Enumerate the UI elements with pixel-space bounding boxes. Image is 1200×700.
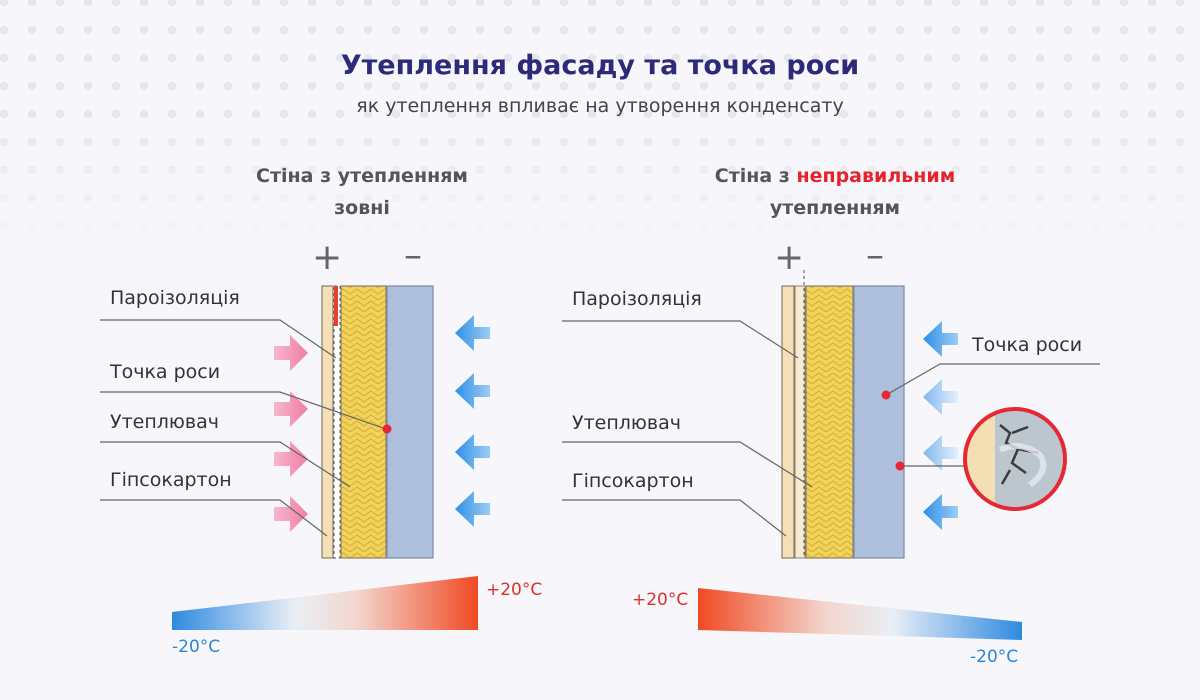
leader-vapor-barrier: [562, 320, 799, 359]
right-label-insulation: Утеплювач: [572, 412, 681, 434]
cold-air-arrow-icon: [923, 435, 958, 471]
leader-dew-point: [100, 391, 387, 430]
right-drywall-layer: [781, 285, 795, 559]
right-vapor-barrier-layer: [794, 285, 806, 559]
left-insulation-layer: [340, 285, 387, 559]
right-heading-highlight: неправильним: [796, 165, 956, 187]
damage-point-dot-icon: [895, 461, 905, 471]
right-temperature-gradient: [698, 588, 1022, 640]
warm-air-arrow-icon: [274, 496, 308, 532]
left-temperature-gradient: [172, 576, 478, 630]
left-concrete-layer: [386, 285, 434, 559]
warm-air-arrow-icon: [274, 391, 308, 427]
leader-insulation: [562, 441, 813, 488]
damage-magnifier-icon: [963, 407, 1067, 511]
left-vapor-barrier-layer: [333, 285, 341, 559]
left-cold-arrows: [455, 315, 490, 527]
warm-air-arrow-icon: [274, 335, 308, 371]
page-title: Утеплення фасаду та точка роси: [340, 50, 860, 81]
leader-drywall: [562, 499, 787, 537]
page-subtitle: як утеплення впливає на утворення конден…: [356, 95, 844, 117]
leader-insulation: [100, 441, 351, 488]
right-insulation-layer: [805, 285, 854, 559]
left-heading-line1: Стіна з утепленням: [256, 165, 468, 187]
right-label-drywall: Гіпсокартон: [572, 470, 694, 492]
left-warm-arrows: [274, 335, 308, 532]
warm-air-arrow-icon: [274, 441, 308, 477]
dew-point-dot-icon: [881, 390, 891, 400]
left-wall: [321, 285, 434, 559]
right-heading-line2: утепленням: [769, 197, 901, 219]
dew-point-dot-icon: [382, 424, 392, 434]
cold-air-arrow-icon: [455, 434, 490, 470]
left-label-vapor-barrier: Пароізоляція: [110, 287, 240, 309]
right-temp-cold: -20°C: [970, 647, 1019, 667]
right-heading-prefix: Стіна з: [714, 165, 797, 187]
right-leader-lines: [562, 320, 1100, 537]
cold-air-arrow-icon: [455, 373, 490, 409]
pattern-fade: [0, 120, 1200, 260]
left-heading: Стіна з утепленням зовні: [212, 160, 512, 224]
cold-air-arrow-icon: [455, 315, 490, 351]
left-label-insulation: Утеплювач: [110, 411, 219, 433]
right-minus-sign: –: [866, 235, 884, 276]
cold-air-arrow-icon: [455, 491, 490, 527]
right-label-vapor-barrier: Пароізоляція: [572, 288, 702, 310]
cold-air-arrow-icon: [923, 379, 958, 415]
leader-dew-point: [885, 363, 1100, 396]
right-label-dew-point: Точка роси: [972, 334, 1083, 356]
leader-drywall: [100, 499, 328, 537]
right-cold-arrows: [923, 321, 958, 530]
left-barrier-edge: [334, 286, 338, 326]
left-label-drywall: Гіпсокартон: [110, 469, 232, 491]
right-concrete-layer: [853, 285, 905, 559]
left-leader-lines: [100, 319, 387, 537]
left-temp-hot: +20°C: [486, 580, 543, 600]
leader-vapor-barrier: [100, 319, 337, 359]
left-heading-line2: зовні: [334, 197, 390, 219]
left-minus-sign: –: [404, 235, 422, 276]
left-drywall-layer: [321, 285, 334, 559]
left-temp-cold: -20°C: [172, 637, 221, 657]
right-heading: Стіна з неправильним утепленням: [680, 160, 990, 224]
left-plus-sign: +: [312, 237, 343, 278]
left-label-dew-point: Точка роси: [110, 361, 221, 383]
cold-air-arrow-icon: [923, 321, 958, 357]
cold-air-arrow-icon: [923, 494, 958, 530]
right-wall: [781, 270, 905, 559]
right-temp-hot: +20°C: [632, 590, 689, 610]
right-plus-sign: +: [774, 237, 805, 278]
